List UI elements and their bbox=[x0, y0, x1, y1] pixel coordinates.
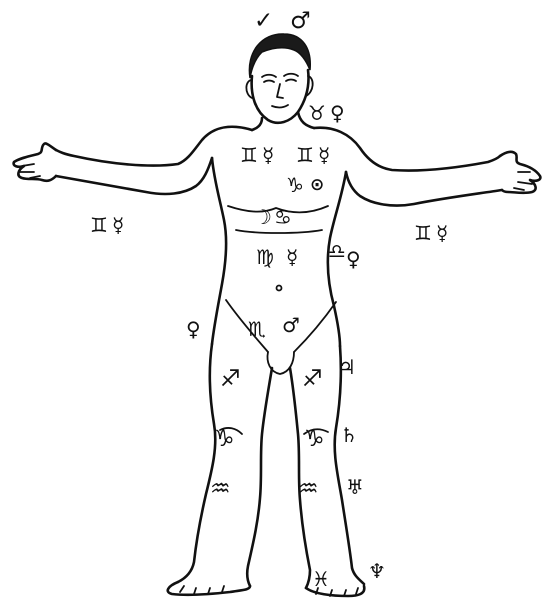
mercury-symbol: ☿ bbox=[262, 143, 274, 167]
uranus-symbol: ♅ bbox=[346, 475, 364, 499]
taurus-symbol: ♉ bbox=[308, 101, 326, 125]
left-leg-outer bbox=[178, 344, 215, 582]
gemini-symbol: ♊ bbox=[414, 221, 432, 245]
cancer-symbol: ♋ bbox=[274, 205, 292, 229]
capricorn-symbol: ♑ bbox=[214, 426, 235, 452]
right-eye bbox=[286, 80, 296, 82]
left-leg-inner bbox=[247, 368, 272, 586]
venus-symbol: ♀ bbox=[330, 101, 345, 125]
venus-symbol: ♀ bbox=[346, 247, 361, 271]
torso-left-side bbox=[212, 158, 226, 344]
gemini-symbol: ♊ bbox=[90, 213, 108, 237]
pisces-symbol: ♓ bbox=[312, 567, 330, 591]
right-arm-lower bbox=[346, 172, 502, 206]
mercury-symbol: ☿ bbox=[112, 213, 124, 237]
nose bbox=[277, 84, 283, 98]
aquarius-symbol: ♒ bbox=[210, 476, 231, 502]
abdomen-line bbox=[236, 230, 322, 233]
gemini-symbol: ♊ bbox=[296, 143, 314, 167]
capricorn-symbol: ♑ bbox=[304, 426, 325, 452]
left-hand bbox=[14, 143, 56, 180]
groin-line-right bbox=[294, 302, 336, 352]
sagittarius-symbol: ♐ bbox=[302, 366, 323, 392]
astro-symbols: ✓ ♂ ♉ ♀ ♊ ☿ ♊ ☿ ♑ ⊙ ☽ ♋ ♊ ☿ ♊ ☿ ♍ ☿ ♎ ♀ … bbox=[90, 8, 448, 591]
sun-symbol: ⊙ bbox=[310, 175, 324, 195]
left-eye bbox=[264, 81, 274, 83]
virgo-symbol: ♍ bbox=[256, 245, 274, 269]
moon-symbol: ☽ bbox=[254, 205, 272, 229]
sagittarius-symbol: ♐ bbox=[220, 366, 241, 392]
right-arm-upper bbox=[314, 128, 500, 171]
neptune-symbol: ♆ bbox=[368, 559, 386, 583]
mercury-symbol: ☿ bbox=[318, 143, 330, 167]
right-leg-outer bbox=[335, 346, 364, 584]
capricorn-symbol: ♑ bbox=[286, 173, 304, 197]
mouth bbox=[272, 105, 288, 107]
left-arm-lower bbox=[56, 158, 212, 194]
gemini-symbol: ♊ bbox=[240, 143, 258, 167]
saturn-symbol: ♄ bbox=[340, 423, 358, 447]
checkmark-symbol: ✓ bbox=[254, 8, 273, 34]
scorpio-symbol: ♏ bbox=[248, 317, 266, 341]
hair bbox=[249, 34, 310, 78]
libra-symbol: ♎ bbox=[328, 239, 346, 263]
aquarius-symbol: ♒ bbox=[298, 476, 319, 502]
left-hand-fingers bbox=[20, 164, 40, 178]
venus-symbol: ♀ bbox=[186, 317, 201, 341]
mars-symbol: ♂ bbox=[282, 313, 300, 337]
right-eyebrow bbox=[284, 74, 298, 76]
left-arm-upper bbox=[56, 127, 252, 166]
navel bbox=[277, 286, 282, 291]
body-outline bbox=[14, 34, 541, 596]
jupiter-symbol: ♃ bbox=[338, 355, 356, 379]
mars-symbol: ♂ bbox=[290, 8, 311, 34]
mercury-symbol: ☿ bbox=[436, 221, 448, 245]
mercury-symbol: ☿ bbox=[286, 245, 298, 269]
left-eyebrow bbox=[262, 75, 276, 77]
neck-left bbox=[252, 118, 262, 130]
